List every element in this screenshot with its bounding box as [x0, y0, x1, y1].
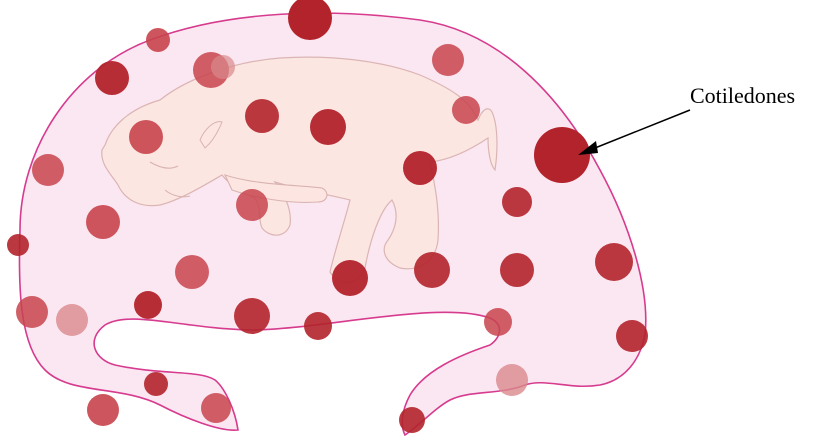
cotyledon [175, 255, 209, 289]
cotyledon [201, 393, 231, 423]
cotyledon [403, 151, 437, 185]
cotyledon [86, 205, 120, 239]
cotyledon [310, 109, 346, 145]
cotyledon [211, 55, 235, 79]
cotyledon [496, 364, 528, 396]
cotyledon [32, 154, 64, 186]
cotiledones-label: Cotiledones [690, 83, 795, 108]
annotation: Cotiledones [578, 83, 795, 155]
cotyledon [595, 243, 633, 281]
cotyledon [234, 298, 270, 334]
cotyledon [245, 99, 279, 133]
cotyledon [414, 252, 450, 288]
cotyledon [95, 61, 129, 95]
cotyledon [236, 189, 268, 221]
cotyledon [144, 372, 168, 396]
cotyledon [534, 127, 590, 183]
cotyledon [432, 44, 464, 76]
cotyledon [87, 394, 119, 426]
cotyledon [146, 28, 170, 52]
cotyledon [129, 120, 163, 154]
cotyledon [56, 304, 88, 336]
cotyledon [502, 187, 532, 217]
cotyledon [484, 308, 512, 336]
cotyledon [304, 312, 332, 340]
cotyledon [134, 291, 162, 319]
cotyledon [332, 260, 368, 296]
cotyledon [16, 296, 48, 328]
cotyledon [452, 96, 480, 124]
cotyledon [7, 234, 29, 256]
arrow-line [590, 110, 690, 150]
cotyledon [399, 407, 425, 433]
cotyledon [616, 320, 648, 352]
cotyledon [500, 253, 534, 287]
